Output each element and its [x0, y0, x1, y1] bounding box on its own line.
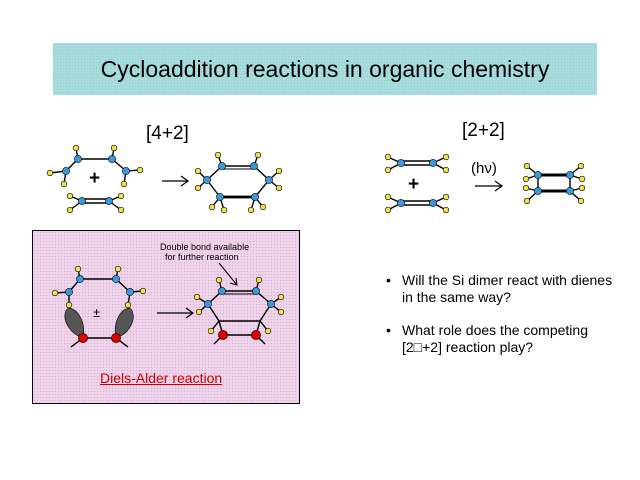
- bullet-dot-icon: •: [386, 272, 391, 288]
- plus-sign-42: +: [89, 168, 101, 189]
- reaction-22-label: [2+2]: [462, 120, 505, 141]
- bullet-text: What role does the competing [2□+2] reac…: [402, 322, 588, 355]
- diels-alder-link[interactable]: Diels-Alder reaction: [100, 370, 223, 386]
- double-bond-note: Double bond available for further reacti…: [160, 242, 250, 262]
- light-label: (hν): [471, 160, 497, 177]
- title-banner: Cycloaddition reactions in organic chemi…: [53, 43, 597, 95]
- bullet-item: • Will the Si dimer react with dienes in…: [386, 272, 626, 306]
- question-list: • Will the Si dimer react with dienes in…: [386, 272, 626, 372]
- diels-alder-panel: Double bond available for further reacti…: [32, 230, 300, 404]
- slide-title: Cycloaddition reactions in organic chemi…: [100, 55, 550, 82]
- bullet-text: Will the Si dimer react with dienes in t…: [402, 272, 613, 305]
- plus-sign-22: +: [408, 174, 420, 195]
- reaction-42-label: [4+2]: [146, 123, 189, 144]
- bullet-item: • What role does the competing [2□+2] re…: [386, 322, 626, 356]
- bullet-dot-icon: •: [386, 322, 391, 338]
- plus-minus-sign: ±: [93, 305, 101, 320]
- diene-si-dimer-diagram: [51, 262, 285, 348]
